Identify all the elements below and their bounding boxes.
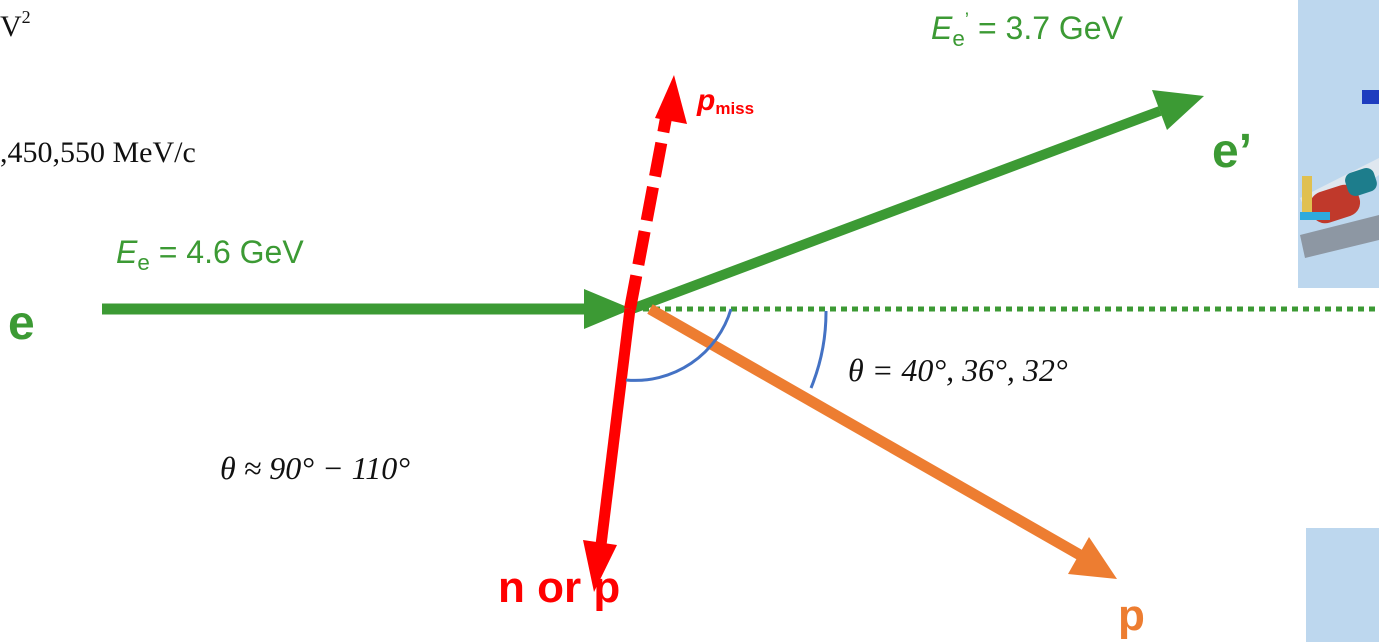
scattered-electron-arrow <box>630 90 1204 314</box>
proton-label: p <box>1118 591 1145 640</box>
q2-unit-exponent: 2 <box>21 7 31 28</box>
scattered-energy-label: Ee’ = 3.7 GeV <box>931 9 1123 49</box>
recoil-nucleon-arrow <box>583 308 636 592</box>
scattered-electron-label: e’ <box>1212 125 1253 178</box>
q2-unit-text: V <box>0 10 22 43</box>
recoil-particle-label: n or p <box>498 563 621 612</box>
recoil-angle-label: θ ≈ 90° − 110° <box>220 450 411 486</box>
missing-momentum-arrow <box>624 75 687 311</box>
missing-momentum-symbol: p <box>697 84 716 117</box>
incoming-energy-label: Ee = 4.6 GeV <box>116 234 304 273</box>
scattered-energy-symbol: E <box>931 10 953 46</box>
missing-momentum-values-text: ,450,550 MeV/c <box>0 136 196 169</box>
incoming-electron-arrow <box>102 289 632 329</box>
proton-angle-arc <box>809 310 828 389</box>
momentum-transfer-text: V2 <box>0 8 31 43</box>
proton-angle-label: θ = 40°, 36°, 32° <box>848 352 1068 388</box>
lower-image-panel <box>1306 528 1379 642</box>
missing-momentum-label: pmiss <box>697 84 755 118</box>
scattered-energy-subscript: e <box>952 25 965 51</box>
proton-arrow <box>647 304 1117 579</box>
scattered-energy-prime: ’ <box>964 9 970 31</box>
incoming-electron-label: e <box>8 297 35 350</box>
incoming-energy-subscript: e <box>137 249 150 275</box>
scattered-energy-value: = 3.7 GeV <box>969 10 1123 46</box>
incoming-energy-value: = 4.6 GeV <box>149 234 304 270</box>
incoming-energy-symbol: E <box>116 234 138 270</box>
spectrometer-illustration <box>1300 90 1379 258</box>
missing-momentum-subscript: miss <box>715 99 755 118</box>
recoil-angle-arc <box>625 308 733 382</box>
